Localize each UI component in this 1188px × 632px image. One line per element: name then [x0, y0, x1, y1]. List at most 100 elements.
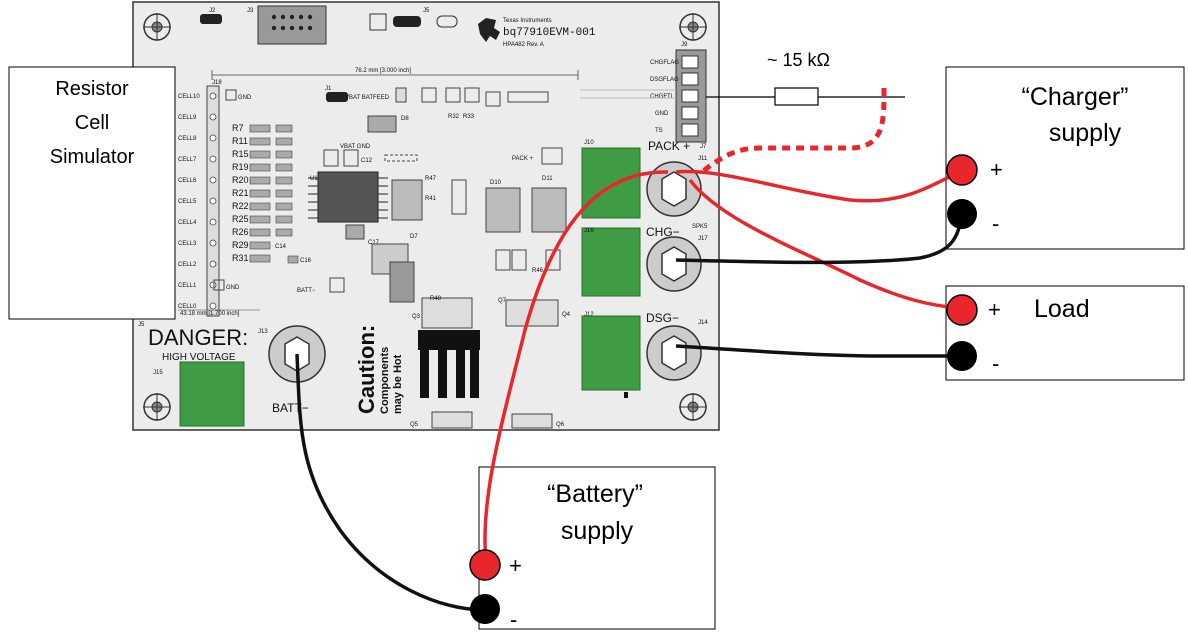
board-revision: HPA482 Rev. A [503, 42, 544, 48]
header-j5-top [393, 16, 421, 27]
cell-header-pins [209, 92, 217, 310]
label-dsg-minus: DSG− [646, 311, 679, 325]
label-d8: D8 [401, 116, 409, 122]
label-j3: J3 [247, 8, 254, 14]
load-label: Load [1034, 295, 1090, 323]
wire-dashed-signal [700, 87, 887, 174]
label-c12: C12 [361, 158, 373, 164]
label-j2: J2 [209, 8, 216, 14]
j9-pin-4: GND [655, 111, 669, 117]
cell-label-9: CELL9 [178, 115, 197, 121]
label-j12: J12 [584, 312, 594, 318]
resistor-column [249, 124, 293, 263]
label-q3: Q3 [412, 314, 421, 320]
charger-plus-terminal-icon [946, 154, 978, 186]
j9-pin-5: TS [655, 128, 663, 134]
caution-line-2: may be Hot [392, 354, 404, 414]
wire-chg-to-charger-minus [675, 213, 964, 265]
battery-plus-terminal-icon [469, 549, 501, 581]
ti-logo-icon [478, 18, 500, 42]
label-j11: J11 [698, 156, 708, 162]
load-plus-label: + [988, 297, 1001, 322]
connector-j3-pins [271, 14, 313, 31]
pack-terminal-nut-icon [661, 171, 687, 207]
wire-pack-to-load-plus [688, 178, 961, 310]
label-spk5: SPK5 [692, 224, 708, 230]
wire-dsg-to-load-minus [675, 344, 962, 358]
label-r47: R47 [425, 176, 437, 182]
resistor-15k [774, 87, 819, 106]
label-j9: J9 [681, 42, 688, 48]
charger-minus-label: - [992, 211, 999, 236]
cell-sim-label-1: Resistor [55, 78, 129, 100]
terminal-pad-j15 [179, 361, 245, 427]
label-pack-plus: PACK + [648, 139, 690, 153]
cell-label-1: CELL1 [178, 283, 197, 289]
res-label-r26: R26 [232, 227, 249, 237]
wire-pack-to-charger-plus [675, 169, 961, 203]
wire-battery-plus-to-pack [483, 170, 669, 564]
board-ti-brand: Texas Instruments [503, 18, 552, 24]
label-gnd1: GND [238, 95, 252, 101]
dimension-side-label: 43.18 mm [1.700 inch] [180, 311, 240, 317]
res-label-r29: R29 [232, 240, 249, 250]
terminal-pad-j10 [581, 147, 641, 219]
load-box [945, 285, 1185, 381]
label-vbat-batfeed: VBAT BATFEED [345, 95, 390, 101]
battery-plus-label: + [509, 553, 522, 578]
j9-pin-3: CHGFTL [650, 94, 675, 100]
res-label-r19: R19 [232, 162, 249, 172]
charger-minus-terminal-icon [947, 199, 977, 229]
load-plus-terminal-icon [946, 294, 978, 326]
label-j5-top: J5 [423, 8, 430, 14]
fet-q6 [511, 413, 553, 429]
cell-label-0: CELL0 [178, 304, 197, 310]
resistor-value-label: ~ 15 kΩ [767, 50, 830, 70]
label-r32: R32 [448, 114, 460, 120]
charger-plus-label: + [990, 157, 1003, 182]
diode-d11 [531, 187, 567, 233]
danger-title: DANGER: [148, 325, 248, 350]
terminal-pad-j12 [581, 315, 641, 391]
board-model: bq77910EVM-001 [503, 27, 596, 39]
charger-label-1: “Charger” [1022, 83, 1129, 111]
dsg-terminal-nut-icon [661, 335, 687, 371]
label-q5: Q5 [410, 422, 419, 428]
load-minus-terminal-icon [947, 341, 977, 371]
charger-supply-box [945, 66, 1185, 250]
label-u1: U1 [310, 176, 318, 182]
cell-label-6: CELL6 [178, 178, 197, 184]
danger-subtitle: HIGH VOLTAGE [162, 352, 236, 363]
dimension-top-label: 76.2 mm [3.000 inch] [355, 68, 411, 74]
j9-pin-2: DSGFLAG [650, 77, 679, 83]
battery-supply-box [478, 466, 716, 630]
label-d11: D11 [542, 176, 553, 182]
header-j1 [326, 92, 348, 102]
label-q7: Q7 [498, 298, 507, 304]
label-j15: J15 [153, 370, 163, 376]
battery-minus-terminal-icon [470, 594, 500, 624]
res-label-r20: R20 [232, 175, 249, 185]
label-q4: Q4 [562, 312, 571, 318]
label-j18: J18 [212, 80, 222, 86]
cell-label-7: CELL7 [178, 157, 197, 163]
heat-sink [418, 330, 480, 398]
cell-label-4: CELL4 [178, 220, 197, 226]
label-c17: C17 [368, 240, 380, 246]
label-r48: R48 [430, 296, 442, 302]
label-r41: R41 [425, 196, 437, 202]
connector-j3 [257, 5, 327, 45]
j9-pin-1: CHGFLAG [650, 60, 679, 66]
res-label-r11: R11 [232, 136, 248, 146]
ic-u1-pins [308, 177, 388, 219]
cell-sim-label-2: Cell [75, 112, 109, 134]
label-j1: J1 [325, 86, 332, 92]
label-gnd2: GND [226, 285, 240, 291]
cell-simulator-box [8, 66, 176, 320]
load-minus-label: - [992, 351, 999, 376]
label-r46: R46 [532, 268, 544, 274]
caution-line-1: Components [379, 347, 391, 414]
fet-q7-area [421, 297, 473, 329]
cell-label-5: CELL5 [178, 199, 197, 205]
